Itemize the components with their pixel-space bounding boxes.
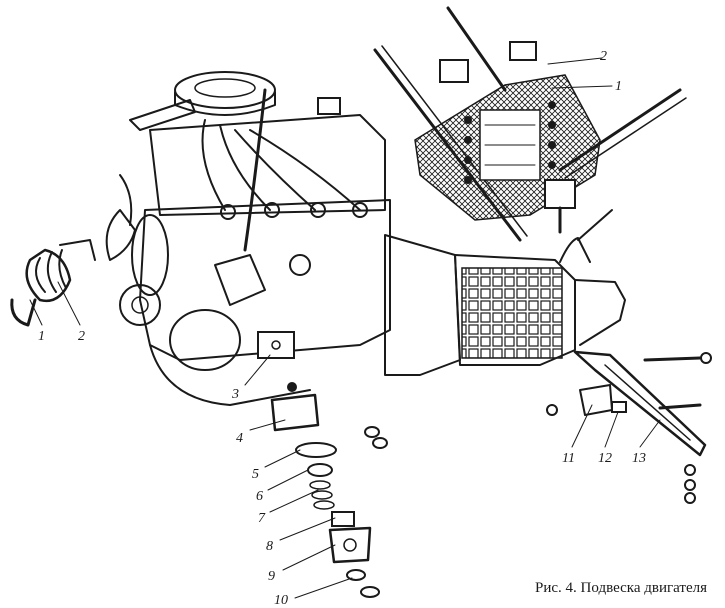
callout-2: 2 <box>78 329 85 344</box>
rear-crossmember <box>546 350 712 504</box>
inset-callout-2: 2 <box>600 49 607 64</box>
gearbox <box>384 209 626 376</box>
inset-callout-1: 1 <box>615 79 622 94</box>
callout-12: 12 <box>598 451 612 466</box>
callout-3: 3 <box>231 387 239 402</box>
callout-13: 13 <box>632 451 646 466</box>
callout-leaders <box>29 281 661 599</box>
callout-7: 7 <box>258 511 266 526</box>
mount-parts-stack <box>270 382 388 598</box>
callout-1: 1 <box>38 329 45 344</box>
callout-9: 9 <box>268 569 275 584</box>
callout-5: 5 <box>252 467 259 482</box>
callout-6: 6 <box>256 489 263 504</box>
figure-caption: Рис. 4. Подвеска двигателя <box>535 580 707 596</box>
engine-block <box>105 71 391 406</box>
coil-dots <box>464 101 556 184</box>
callout-4: 4 <box>236 431 243 446</box>
callout-11: 11 <box>562 451 575 466</box>
callout-8: 8 <box>266 539 273 554</box>
mount-cross-section-inset: 2 1 <box>373 6 687 242</box>
front-left-mount <box>10 239 96 327</box>
callout-10: 10 <box>274 593 288 608</box>
